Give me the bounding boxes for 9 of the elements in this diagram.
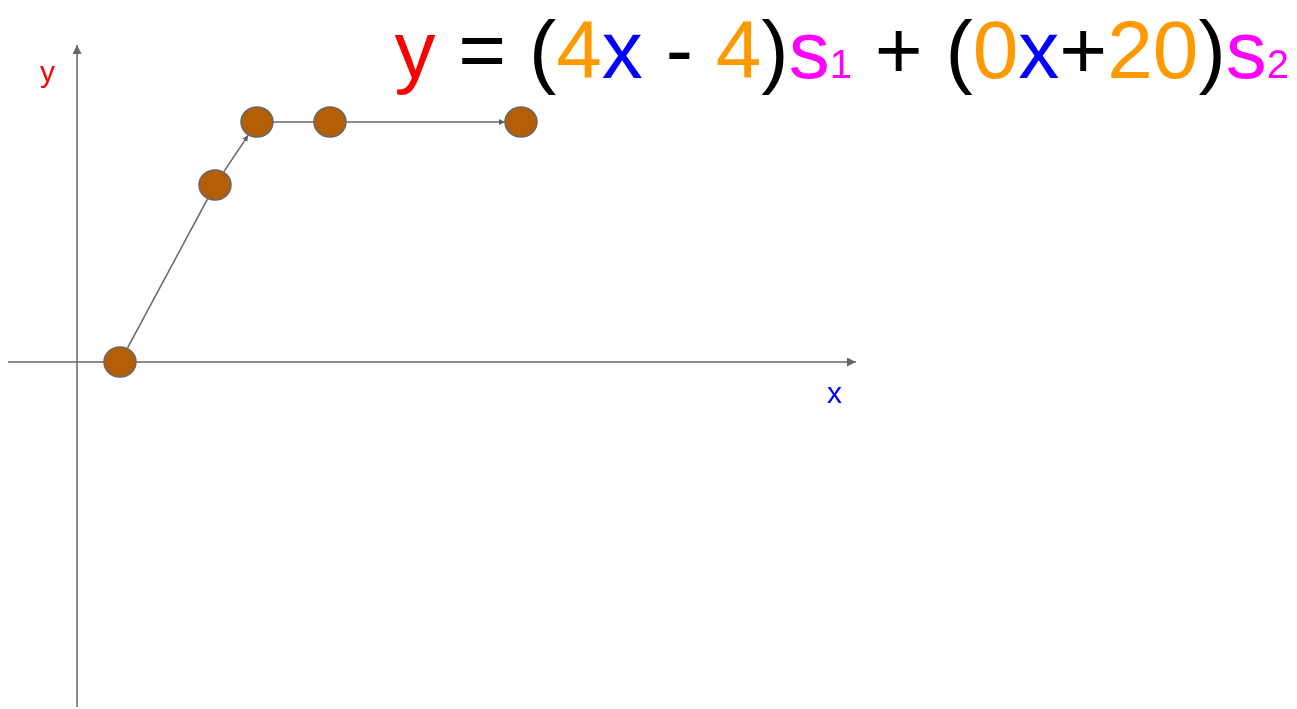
data-point — [312, 105, 348, 139]
axis-label: x — [827, 377, 842, 409]
axis-label: y — [40, 56, 55, 88]
data-point — [197, 168, 233, 202]
data-point — [102, 345, 138, 379]
line — [126, 198, 209, 349]
arrow — [223, 134, 249, 173]
data-point — [239, 105, 275, 139]
data-point — [503, 105, 539, 139]
